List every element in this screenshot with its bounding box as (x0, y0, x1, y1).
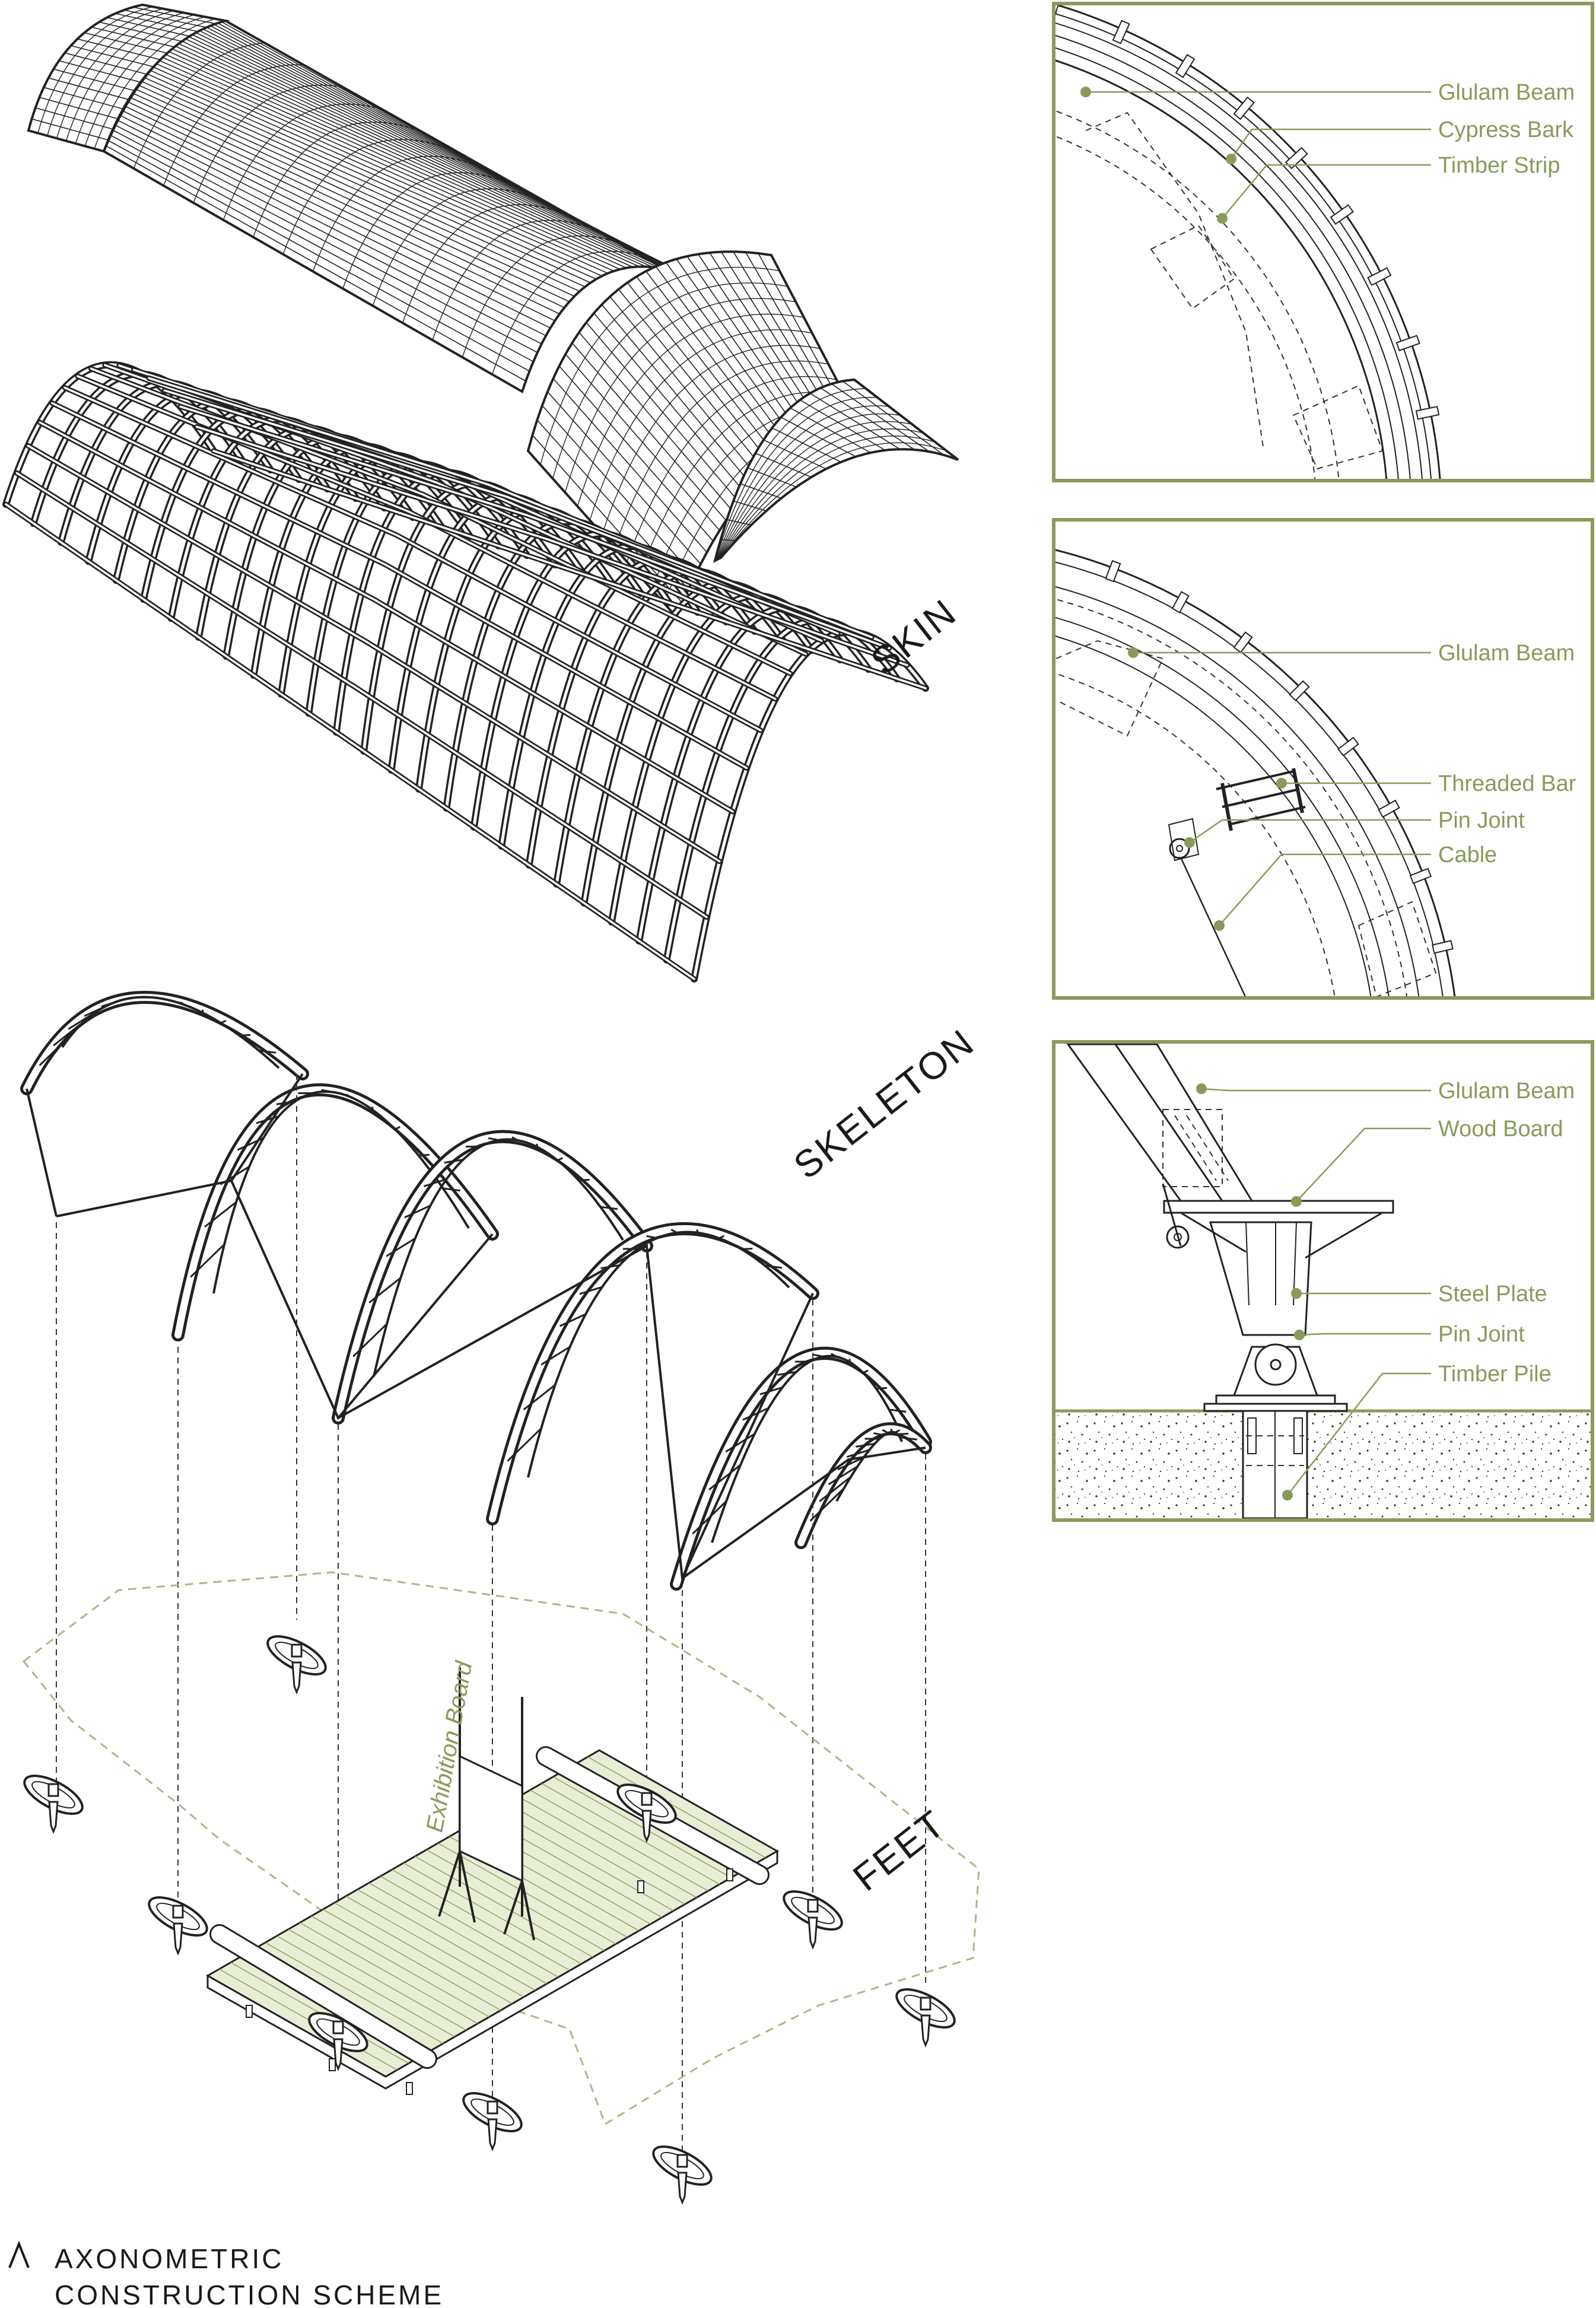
skeleton-ribs-layer (2, 361, 929, 983)
callout-label: Threaded Bar (1438, 771, 1576, 796)
pile-footing (895, 1988, 956, 2048)
caption: AXONOMETRIC CONSTRUCTION SCHEME (8, 2240, 444, 2308)
callout-label: Cypress Bark (1438, 117, 1574, 142)
skin-segment (27, 3, 230, 153)
ground-gravel (1055, 1411, 1591, 1518)
arch-frame (670, 1346, 932, 1591)
skin-layer (27, 3, 959, 619)
wood-board (1163, 1200, 1394, 1214)
callout-label: Glulam Beam (1438, 641, 1575, 666)
callout-label: Glulam Beam (1438, 80, 1575, 105)
skin-segment (102, 19, 772, 393)
skin-segment (526, 250, 872, 619)
rib (691, 628, 929, 983)
arch-frame (171, 1083, 499, 1341)
feet-layer (22, 1074, 980, 2205)
pile-footing (783, 1890, 843, 1950)
callout-label: Timber Pile (1438, 1362, 1552, 1387)
exhibition-board (438, 1667, 535, 1941)
skin-segment (713, 378, 959, 563)
site-footprint-outline (22, 1571, 980, 2126)
steel-plate (1209, 1221, 1312, 1336)
arch-frame (20, 991, 309, 1095)
arch-frame (794, 1422, 932, 1549)
callout-label: Pin Joint (1438, 1322, 1525, 1347)
pile-footing (652, 2145, 713, 2205)
arch-frame (332, 1130, 653, 1425)
callout-label: Wood Board (1438, 1117, 1563, 1142)
pile-footing (616, 1784, 677, 1843)
callout-label: Steel Plate (1438, 1282, 1547, 1306)
callout-label: Timber Strip (1438, 153, 1560, 178)
pile-footing (266, 1635, 327, 1695)
caption-line-2: CONSTRUCTION SCHEME (55, 2280, 444, 2308)
callout-label: Pin Joint (1438, 808, 1525, 833)
feet-layer-label: FEET (845, 1801, 953, 1899)
callout-label: Glulam Beam (1438, 1079, 1575, 1104)
pile-footing (462, 2092, 523, 2152)
pile-footing (23, 1775, 84, 1835)
caret-up-icon (8, 2240, 30, 2268)
glulam-beam (1066, 1044, 1224, 1202)
arch-frames-layer (20, 991, 932, 1591)
pile-footing (148, 1896, 208, 1956)
skeleton-layer-label: SKELETON (786, 1021, 982, 1187)
callout-label: Cable (1438, 843, 1497, 867)
arch-frame (486, 1222, 819, 1525)
caption-line-1: AXONOMETRIC (55, 2243, 284, 2274)
